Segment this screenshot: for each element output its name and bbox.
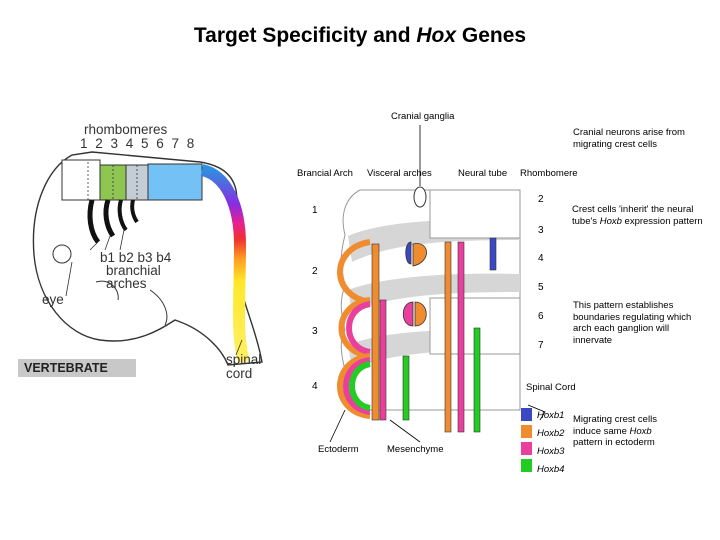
rhombomere-number: 3 [538,225,544,236]
ectoderm-label: Ectoderm [318,444,359,455]
arch4-ectoderm-orange [337,353,371,419]
arch3-ectoderm-orange [338,297,371,359]
legend-swatch-hoxb1 [521,408,532,421]
arch-number: 1 [312,205,318,216]
mesenchyme-bar-orange [371,243,380,421]
arch-b1 [87,199,101,244]
cranial-ganglia-label: Cranial ganglia [391,111,455,122]
pattern-note: This pattern establishes boundaries regu… [573,300,692,346]
arch-b2 [103,199,116,238]
rhombomeres-label: rhombomeres [84,122,168,137]
legend-swatch-hoxb3 [521,442,532,455]
tube-bar-pink [457,241,465,433]
arch-number: 3 [312,326,318,337]
page-title: Target Specificity and Hox Genes [193,24,527,47]
neural-tube-header: Neural tube [458,168,508,179]
mesenchyme-bar-green [402,355,410,421]
cranial-neurons-note: Cranial neurons arise from migrating cre… [573,127,685,150]
migrating-crest-note: Migrating crest cells induce same Hoxb p… [573,414,657,448]
ganglion-1 [413,186,427,208]
rhombomere-numbers: 1 2 3 4 5 6 7 8 [80,136,197,151]
cord-label: cord [226,366,253,381]
spinal-cord-shape [200,164,250,364]
ganglion-2 [405,241,412,265]
arches-label: arches [106,276,147,291]
rhombomere-number: 7 [538,340,544,351]
eye-shape [52,244,72,264]
arch-number: 2 [312,266,318,277]
b-labels: b1 b2 b3 b4 [100,250,172,265]
mesenchyme-bar-pink [379,299,387,421]
tube-bar-blue [489,237,497,271]
arch-b4 [130,199,139,224]
arch4-ectoderm-pink [343,357,371,415]
branchial-arch-header: Brancial Arch [297,168,353,179]
vertebrate-box: VERTEBRATE [18,359,136,377]
eye-label: eye [42,292,64,307]
legend-label-hoxb1: Hoxb1 [537,410,565,421]
blue-neural-tube [147,163,203,201]
legend-label-hoxb3: Hoxb3 [537,446,565,457]
grey-band-2 [348,273,520,312]
arch-b3 [117,199,128,232]
arch4-ectoderm-green [349,361,371,411]
rhombomere-number: 2 [538,194,544,205]
arch3-ectoderm-pink [346,301,371,355]
tube-bar-green [473,327,481,433]
rhombomere-number: 4 [538,253,544,264]
ganglion-3 [402,301,414,327]
legend-label-hoxb2: Hoxb2 [537,428,565,439]
rhombomere-number: 5 [538,282,544,293]
arch-number: 4 [312,381,318,392]
mesenchyme-label: Mesenchyme [387,444,444,455]
rhombomere-header: Rhombomere [520,168,578,179]
crest-inherit-note: Crest cells 'inherit' the neural tube's … [572,204,703,227]
spinal-cord-label: Spinal Cord [526,382,576,393]
legend-label-hoxb4: Hoxb4 [537,464,565,475]
visceral-arches-header: Visceral arches [367,168,432,179]
legend-swatch-hoxb2 [521,425,532,438]
arch2-ectoderm [337,239,371,305]
tube-bar-orange [444,241,452,433]
spinal-label: spinal [226,352,262,367]
legend-swatch-hoxb4 [521,459,532,472]
rhombomere-number: 6 [538,311,544,322]
branchial-label: branchial [106,263,161,278]
